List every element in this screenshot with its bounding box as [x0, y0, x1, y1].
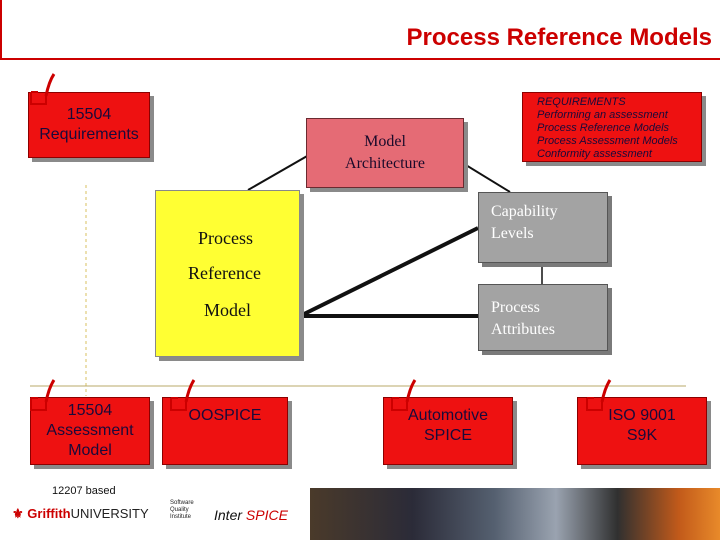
- checkmark-icon: [30, 379, 56, 411]
- process-attributes-line2: Attributes: [491, 321, 555, 338]
- automotive-spice-line2: SPICE: [423, 427, 472, 444]
- griffith-university-text: UNIVERSITY: [70, 506, 149, 521]
- oospice-box: OOSPICE: [162, 397, 288, 465]
- prm-line1: Process: [198, 228, 253, 248]
- checkmark-icon: [391, 379, 417, 411]
- requirements-15504-line2: Requirements: [39, 126, 139, 143]
- inter-spice-suffix: SPICE: [245, 507, 288, 523]
- process-attributes-box: Process Attributes: [478, 284, 608, 351]
- page-title: Process Reference Models: [406, 24, 712, 51]
- sqi-line: Institute: [170, 514, 192, 520]
- requirements-15504-box: 15504 Requirements: [28, 92, 150, 158]
- griffith-crest-icon: ⚜: [12, 506, 24, 521]
- sqi-line: Software: [170, 500, 194, 506]
- requirements-list-item: Conformity assessment: [537, 148, 652, 160]
- inter-spice-prefix: Inter: [214, 507, 243, 523]
- griffith-brand-text: Griffith: [27, 506, 71, 521]
- prm-to-capability-line: [299, 226, 479, 318]
- checkmark-icon: [30, 73, 56, 105]
- requirements-list-box: REQUIREMENTS Performing an assessment Pr…: [522, 92, 702, 162]
- requirements-list-item: Process Reference Models: [537, 122, 670, 134]
- assessment-model-line1: 15504: [67, 402, 113, 419]
- sqi-line: Quality: [170, 507, 189, 513]
- sqi-logo: Software Quality Institute: [170, 500, 194, 521]
- iso-9001-box: ISO 9001 S9K: [577, 397, 707, 465]
- checkmark-icon: [170, 379, 196, 411]
- left-accent-rule: [0, 0, 2, 60]
- process-reference-model-box: [155, 190, 300, 357]
- assessment-model-line3: Model: [68, 442, 112, 459]
- iso-9001-line1: ISO 9001: [608, 407, 676, 424]
- capability-levels-line2: Levels: [491, 225, 534, 242]
- automotive-spice-box: Automotive SPICE: [383, 397, 513, 465]
- assessment-model-15504-box: 15504 Assessment Model: [30, 397, 150, 465]
- checkmark-icon: [586, 379, 612, 411]
- model-architecture-box: Model Architecture: [306, 118, 464, 188]
- prm-line2: Reference: [188, 263, 261, 283]
- prm-line3: Model: [204, 300, 251, 320]
- process-attributes-line1: Process: [491, 299, 540, 316]
- automotive-spice-line1: Automotive: [407, 407, 489, 424]
- assessment-model-line2: Assessment: [46, 422, 134, 439]
- requirements-list-item: Process Assessment Models: [537, 135, 678, 147]
- requirements-15504-line1: 15504: [66, 106, 112, 123]
- capability-levels-line1: Capability: [491, 203, 558, 220]
- title-underline: [0, 58, 720, 60]
- model-architecture-line1: Model: [364, 133, 406, 150]
- iso-9001-line2: S9K: [626, 427, 658, 444]
- capability-levels-box: Capability Levels: [478, 192, 608, 263]
- requirements-list-heading: REQUIREMENTS: [537, 96, 626, 108]
- footer-photo-strip: [310, 488, 720, 540]
- griffith-university-logo: ⚜ GriffithUNIVERSITY: [12, 506, 149, 522]
- requirements-list-item: Performing an assessment: [537, 109, 668, 121]
- oospice-label: OOSPICE: [188, 407, 262, 424]
- model-architecture-line2: Architecture: [345, 155, 425, 172]
- note-12207-based: 12207 based: [52, 485, 116, 497]
- inter-spice-logo: Inter SPICE: [214, 507, 288, 523]
